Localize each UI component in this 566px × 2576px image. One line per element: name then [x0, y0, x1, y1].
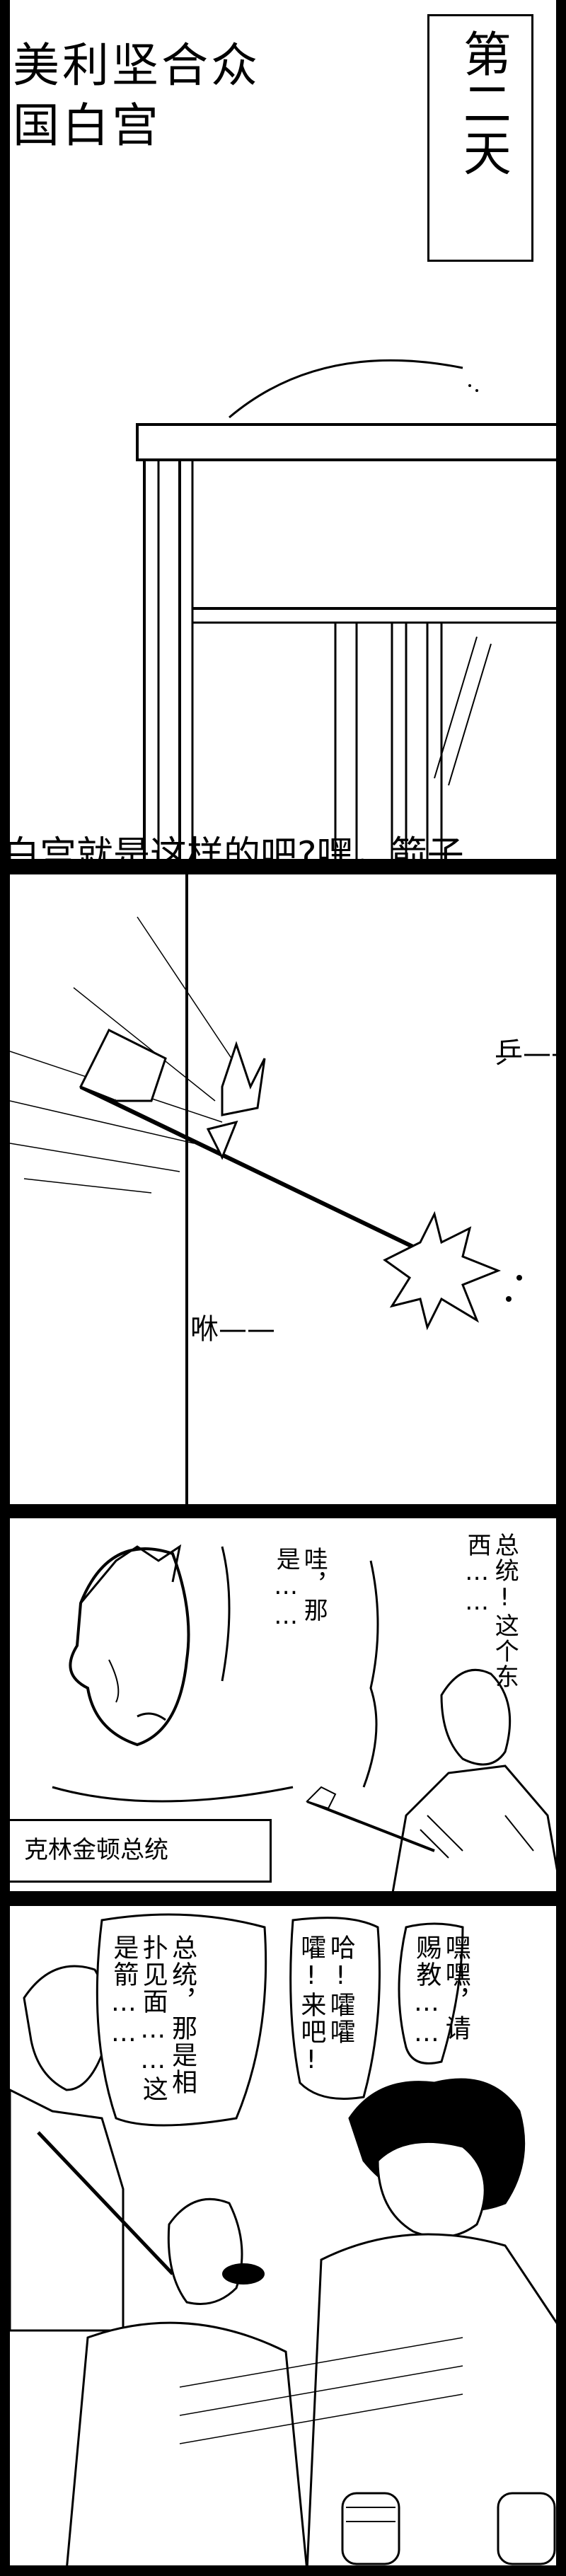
sumo-drawing	[10, 1913, 556, 2565]
speech-aide: 总统!这个东西……	[463, 1532, 519, 1690]
president-caption: 克林金顿总统	[24, 1836, 168, 1864]
president-drawing	[52, 1544, 556, 1891]
speech-president: 哇，那是……	[272, 1547, 328, 1631]
speech-aide: 总统，那是相扑见面……这是箭……	[109, 1934, 197, 2103]
day-caption-box: 第二天	[427, 14, 533, 262]
speech-sumo-wrestler: 嘿嘿，请赐教……	[412, 1934, 470, 2049]
speech-president: 哈!嚯嚯嚯!来吧!	[296, 1934, 355, 2076]
arrow-drawing	[10, 874, 522, 1504]
sfx-hit: 乒——	[495, 1037, 556, 1070]
location-caption-line2: 国白宫	[13, 98, 161, 153]
sfx-whoosh: 咻——	[190, 1313, 275, 1346]
president-caption-box: 克林金顿总统	[10, 1819, 272, 1883]
panel-white-house: 美利坚合众 国白宫 第二天 白宫就是这样的吧?嘿，箭子	[7, 0, 559, 862]
cut-off-bottom-text: 白宫就是这样的吧?嘿，箭子	[7, 834, 464, 862]
panel-sumo-greeting: 嘿嘿，请赐教…… 哈!嚯嚯嚯!来吧! 总统，那是相扑见面……这是箭……	[7, 1903, 559, 2568]
panel-arrow-strike: 乒—— 咻——	[7, 872, 559, 1507]
day-caption: 第二天	[454, 29, 511, 178]
location-caption-line1: 美利坚合众	[13, 38, 260, 93]
panel-president: 总统!这个东西…… 哇，那是…… 克林金顿总统	[7, 1515, 559, 1894]
